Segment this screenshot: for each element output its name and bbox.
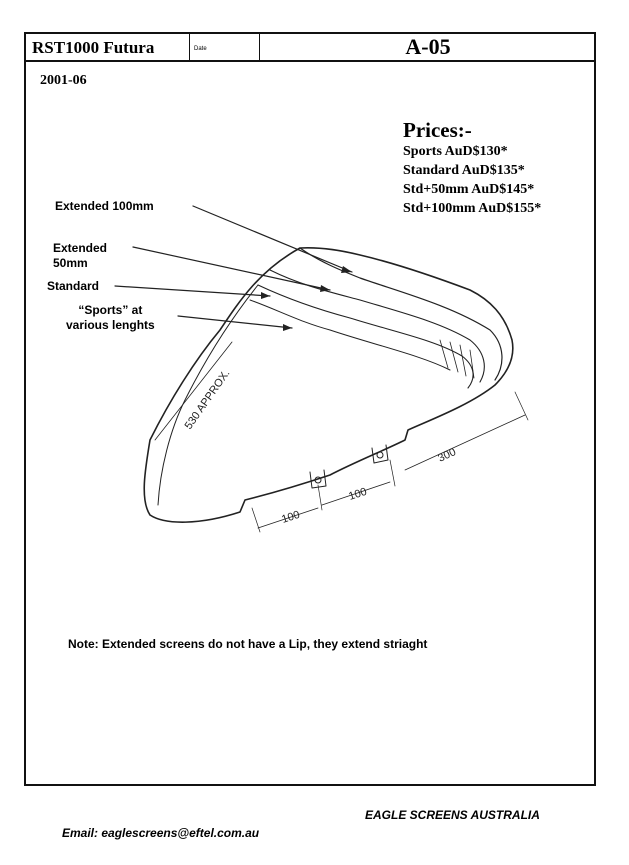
callout-extended-50-line2: 50mm: [53, 256, 88, 270]
date-cell: Date: [190, 32, 260, 60]
model-years: 2001-06: [40, 73, 87, 88]
leader-extended-50: [132, 246, 331, 291]
band-line-3: [257, 284, 474, 389]
leader-extended-100: [192, 205, 353, 273]
left-edge-inner: [157, 284, 259, 506]
callout-extended-50: Extended 50mm: [53, 241, 107, 271]
mount-hole-1: [314, 476, 322, 484]
band-line-4: [249, 299, 451, 371]
callout-extended-100: Extended 100mm: [55, 199, 154, 213]
leader-sports: [177, 315, 293, 329]
mount-tab-1: [309, 469, 327, 489]
dim-base-right-label: 300: [436, 446, 458, 465]
dim-line-base-right: [404, 414, 526, 471]
price-sports: Sports AuD$130*: [403, 144, 508, 159]
arrow-sports: [283, 324, 292, 331]
mount-hole-2: [376, 451, 384, 459]
product-code: A-05: [405, 34, 451, 59]
arrow-extended-100: [341, 266, 352, 273]
mount-tab-2: [371, 444, 389, 464]
dim-line-height: [154, 341, 233, 441]
dim-line-base-mid: [321, 481, 391, 506]
model-cell: RST1000 Futura: [24, 32, 190, 60]
contact-email[interactable]: Email: eaglescreens@eftel.com.au: [62, 826, 260, 840]
header-table: RST1000 Futura Date A-05: [24, 32, 596, 62]
price-std-50: Std+50mm AuD$145*: [403, 182, 535, 197]
callout-extended-50-line1: Extended: [53, 241, 108, 255]
note-text: Note: Extended screens do not have a Lip…: [68, 637, 428, 651]
code-cell: A-05: [260, 32, 596, 60]
price-std-100: Std+100mm AuD$155*: [403, 201, 542, 216]
date-label: Date: [194, 46, 207, 52]
arrow-standard: [261, 292, 270, 299]
leader-standard: [114, 285, 271, 297]
callout-sports-line2: various lenghts: [66, 318, 155, 332]
callout-sports-line1: “Sports” at: [78, 303, 143, 317]
band-line-1: [299, 247, 503, 381]
price-list: Prices:- Sports AuD$130* Standard AuD$13…: [403, 118, 541, 218]
hatching: [439, 339, 475, 379]
dim-line-base-left: [257, 507, 319, 529]
dim-base-left-label: 100: [280, 509, 301, 526]
callout-sports: “Sports” at various lenghts: [66, 303, 155, 333]
callout-standard: Standard: [47, 279, 100, 293]
model-name: RST1000 Futura: [32, 38, 155, 57]
dim-base-mid-label: 100: [347, 486, 368, 503]
dim-height-label: 530 APPROX.: [183, 368, 233, 432]
price-standard: Standard AuD$135*: [403, 163, 525, 178]
screen-outline: [143, 247, 514, 523]
dim-ext-lines: [251, 391, 529, 533]
prices-title: Prices:-: [403, 118, 472, 142]
arrow-extended-50: [320, 285, 330, 292]
band-line-2: [269, 269, 485, 383]
company-name: EAGLE SCREENS AUSTRALIA: [365, 808, 540, 822]
page-border: [24, 32, 596, 786]
